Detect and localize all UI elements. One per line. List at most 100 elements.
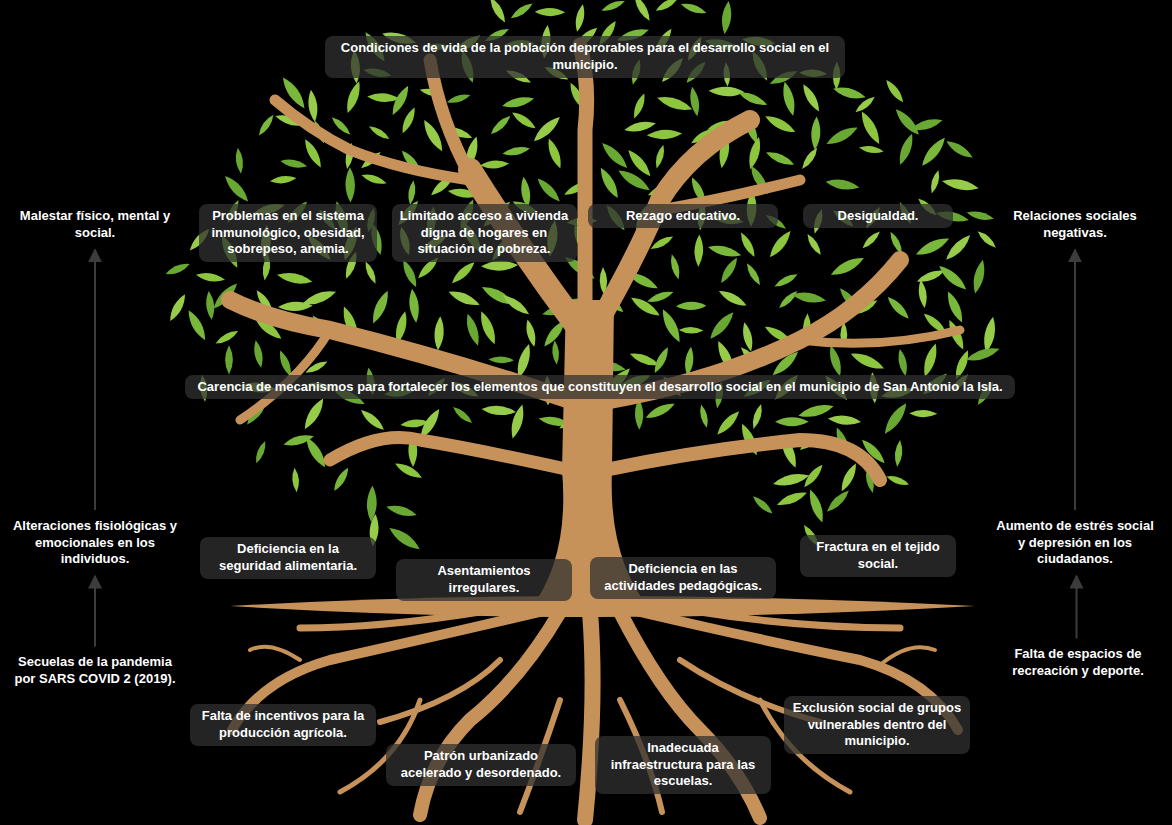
leaf [256,113,276,137]
leaf [694,234,704,267]
leaf [399,106,418,135]
leaf [860,229,882,250]
problem-band: Limitado acceso a vivienda digna de hoga… [392,204,577,262]
leaf [369,289,392,325]
leaf [799,146,820,171]
problem-band: Exclusión social de grupos vulnerables d… [784,696,970,754]
leaf [447,288,481,309]
leaf [407,288,420,323]
leaf [892,106,922,138]
leaf [791,290,826,305]
leaf [597,165,622,200]
leaf [698,404,710,429]
leaf [363,260,379,285]
leaf [331,466,351,493]
leaf [631,92,648,119]
leaf [708,86,744,97]
leaf [358,407,386,433]
leaf [451,404,474,425]
leaf [849,349,886,373]
leaf [827,414,861,426]
leaf [885,473,910,487]
leaf [917,280,928,309]
leaf [680,1,708,17]
arrow-line [94,250,96,510]
leaf [853,94,877,115]
leaf [838,462,860,494]
node-text: Secuelas de la pandemia por SARS COVID 2… [12,654,178,687]
problem-band: Fractura en el tejido social. [800,535,956,576]
leaf [343,80,363,115]
problem-band: Carencia de mecanismos para fortalecer l… [185,375,1015,400]
leaf [389,84,412,117]
leaf [301,396,328,432]
leaf [502,145,531,158]
leaf [385,503,417,519]
node-text: Malestar físico, mental y social. [13,208,177,241]
leaf [775,489,808,509]
leaf [918,135,948,169]
leaf [827,344,844,377]
leaf [910,116,944,133]
side-label-box: Falta de espacios de recreación y deport… [994,642,1162,683]
leaf [509,1,535,22]
leaf [981,316,998,354]
leaf [883,78,906,105]
leaf [857,109,883,146]
leaf [501,292,532,318]
leaf [717,287,748,309]
leaf [766,228,793,260]
root [300,612,480,628]
node-text: Patrón urbanizado acelerado y desordenad… [394,748,568,781]
leaf [487,0,508,24]
leaf [300,287,337,309]
leaf [524,319,538,348]
leaf [829,254,866,280]
node-text: Falta de espacios de recreación y deport… [1002,646,1154,679]
leaf [777,289,800,311]
node-text: Rezago educativo. [596,208,770,225]
leaf [746,136,763,170]
leaf [707,309,737,342]
problem-band: Problemas en el sistema inmunológico, ob… [199,204,377,262]
leaf [644,400,677,422]
root [585,612,593,820]
leaf [971,259,988,295]
leaf [449,259,477,286]
leaf [234,147,244,174]
leaf [276,270,313,286]
leaf [929,169,942,194]
node-text: Asentamientos irregulares. [404,563,564,596]
branch [330,438,570,471]
node-text: Limitado acceso a vivienda digna de hoga… [400,208,569,258]
cause-arrow [1076,576,1077,638]
problem-band: Deficiencia en la seguridad alimentaria. [200,537,376,578]
problem-band: Patrón urbanizado acelerado y desordenad… [386,744,576,785]
root [380,660,500,722]
leaf [707,243,742,260]
leaf [302,435,329,470]
leaf [941,176,980,193]
node-text: Deficiencia en las actividades pedagógic… [598,561,768,594]
node-text: Carencia de mecanismos para fortalecer l… [193,379,1007,396]
node-text: Alteraciones fisiológicas y emocionales … [12,518,178,568]
node-text: Desigualdad. [811,208,945,225]
node-text: Relaciones sociales negativas. [998,208,1152,241]
leaf [909,410,937,418]
leaf [623,119,656,134]
leaf [477,309,499,346]
leaf [966,209,995,223]
leaf [222,173,252,205]
leaf [214,328,240,347]
leaf [824,123,859,148]
leaf [805,232,824,257]
leaf [718,256,740,285]
root [700,612,900,628]
leaf [510,109,538,131]
leaf [944,290,966,325]
leaf [654,0,680,14]
root [880,647,935,665]
node-text: Aumento de estrés social y depresión en … [993,518,1157,568]
leaf [775,417,809,426]
